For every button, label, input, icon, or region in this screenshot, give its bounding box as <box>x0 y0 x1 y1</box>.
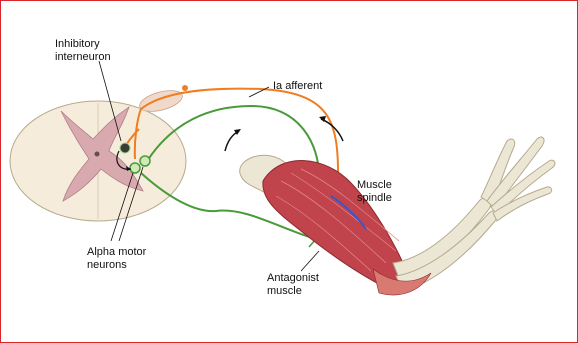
hand-bones <box>481 137 555 221</box>
label-ia-afferent: Ia afferent <box>273 80 322 93</box>
label-inhibitory-interneuron: Inhibitory interneuron <box>55 38 145 64</box>
label-antagonist-muscle: Antagonist muscle <box>267 272 319 298</box>
forearm-bones <box>393 197 497 291</box>
spinal-cord-section <box>10 101 186 221</box>
inhibitory-interneuron-cell <box>120 143 130 153</box>
label-alpha-motor-neurons: Alpha motor neurons <box>87 246 146 272</box>
direction-arrow-down <box>321 119 343 141</box>
label-muscle-spindle: Muscle spindle <box>357 179 392 205</box>
